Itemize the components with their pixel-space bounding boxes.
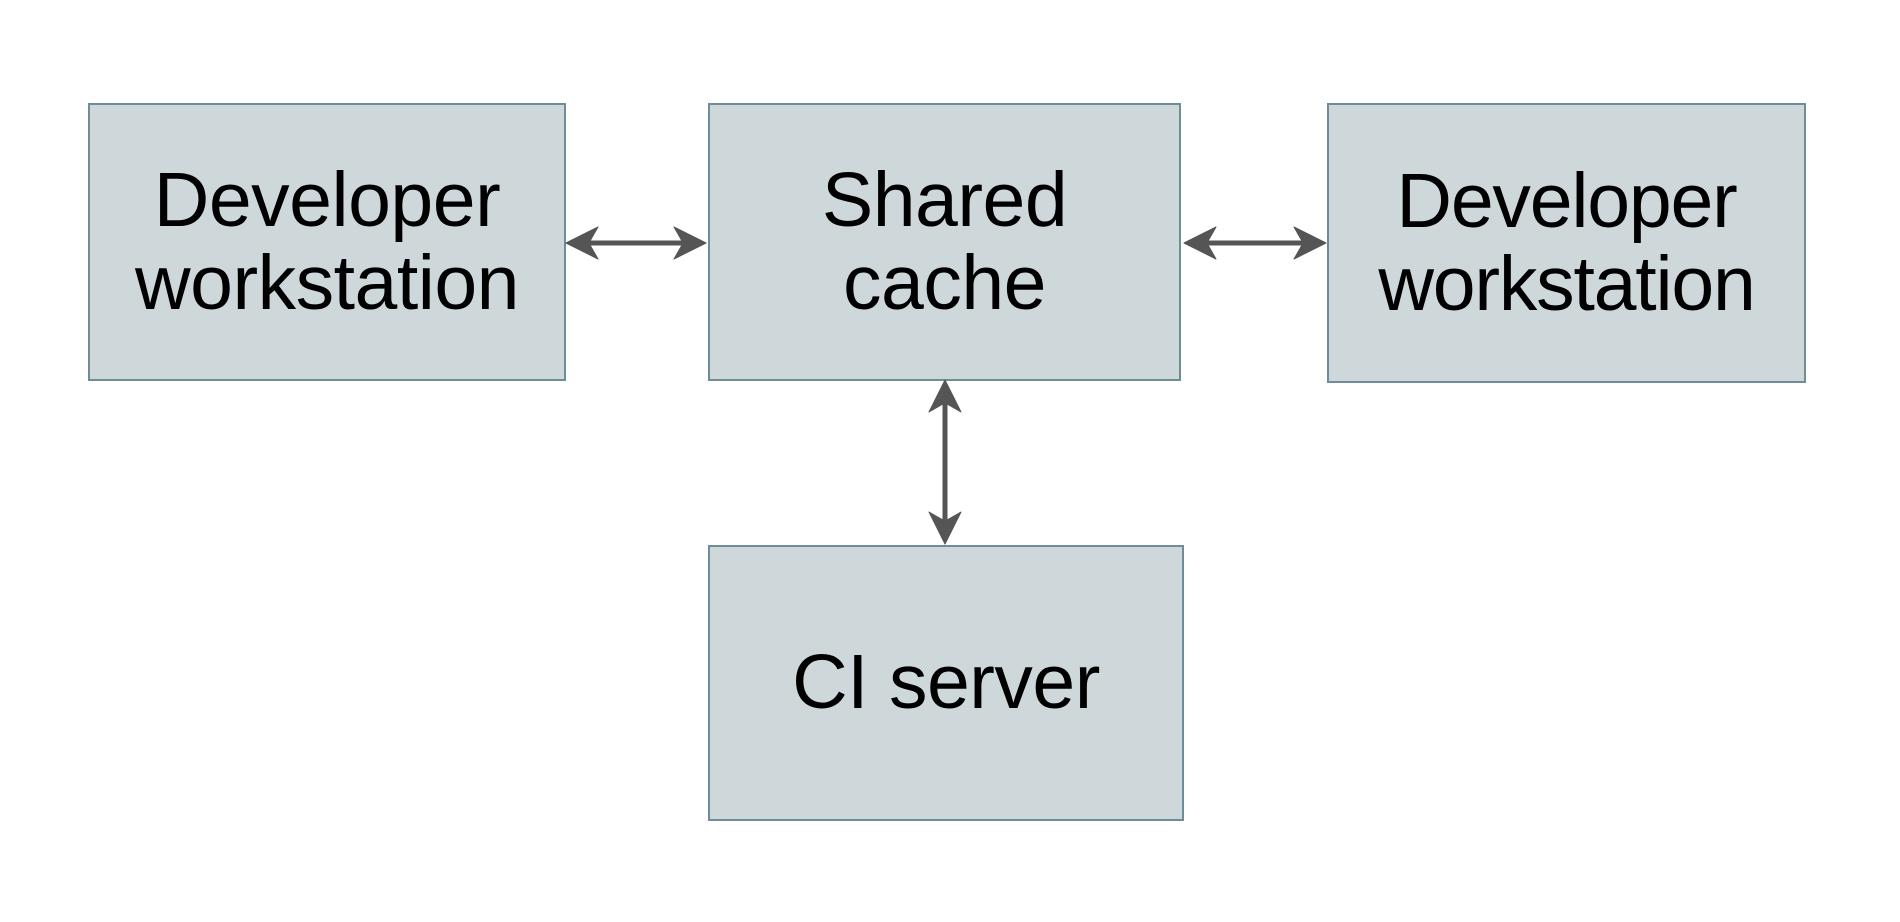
node-label: Developer workstation xyxy=(1378,157,1755,327)
node-developer-workstation-right[interactable]: Developer workstation xyxy=(1327,103,1806,383)
node-ci-server[interactable]: CI server xyxy=(708,545,1184,821)
edge-shared-cache-to-ci-server xyxy=(907,374,983,550)
node-label: Developer workstation xyxy=(135,156,519,326)
edge-developer-workstation-left-to-shared-cache xyxy=(560,205,712,281)
node-label: Shared cache xyxy=(821,156,1068,326)
bidirectional-arrow-icon xyxy=(928,379,962,545)
edge-shared-cache-to-developer-workstation-right xyxy=(1178,205,1332,281)
bidirectional-arrow-icon xyxy=(565,226,707,260)
node-label: CI server xyxy=(792,639,1100,726)
node-shared-cache[interactable]: Shared cache xyxy=(708,103,1181,381)
node-developer-workstation-left[interactable]: Developer workstation xyxy=(88,103,566,381)
bidirectional-arrow-icon xyxy=(1183,226,1327,260)
